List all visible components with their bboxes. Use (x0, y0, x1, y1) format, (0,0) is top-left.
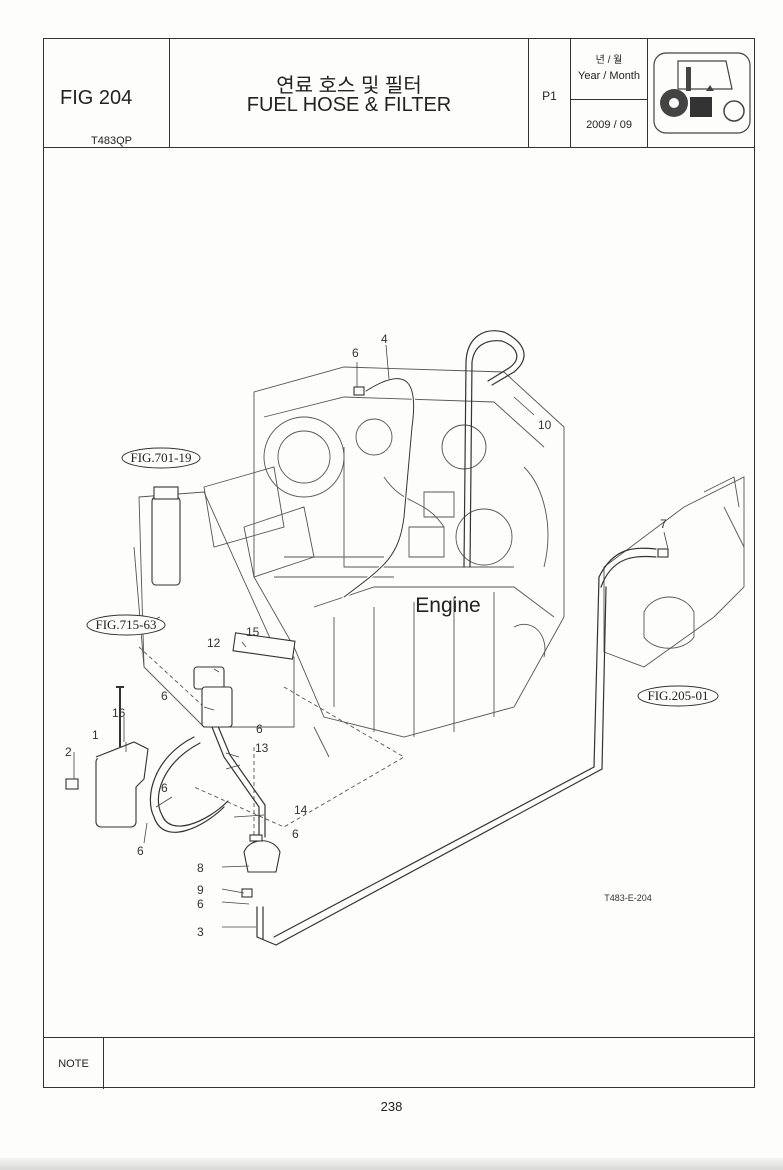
callout-6d: 6 (161, 781, 168, 795)
divider (571, 99, 647, 100)
ref-fig-715-63: FIG.715-63 (95, 617, 156, 632)
callout-6g: 6 (197, 897, 204, 911)
callout-6e: 6 (137, 844, 144, 858)
inline-filter-part (151, 496, 181, 586)
note-text (104, 1038, 754, 1089)
callout-15: 15 (246, 625, 260, 639)
components (65, 386, 669, 898)
page-label: P1 (542, 89, 557, 103)
engine-label: Engine (415, 594, 480, 617)
page-cell: P1 (529, 39, 571, 147)
tractor-icon-cell (648, 39, 756, 147)
callout-8: 8 (197, 861, 204, 875)
year-month-cell: 년 / 월 Year / Month 2009 / 09 (571, 39, 648, 147)
engine-drawing (133, 366, 745, 847)
filter-bracket-part-12 (193, 666, 225, 690)
model-code: T483QP (91, 135, 132, 147)
callout-14: 14 (294, 803, 308, 817)
tractor-icon (653, 52, 751, 134)
diagram-svg: FIG.701-19 FIG.715-63 FIG.205-01 Engine … (65, 330, 745, 946)
bolt-part-2 (65, 778, 79, 790)
clip-part-6b (353, 386, 365, 396)
callout-6f: 6 (292, 827, 299, 841)
callout-13: 13 (255, 741, 269, 755)
scan-edge (0, 1158, 783, 1170)
leader-lines (73, 344, 669, 928)
exploded-diagram: FIG.701-19 FIG.715-63 FIG.205-01 Engine … (44, 147, 754, 1037)
ref-fig-205-01: FIG.205-01 (647, 688, 708, 703)
year-month-korean: 년 / 월 (595, 55, 623, 66)
fuel-pump-part-8 (243, 840, 281, 873)
fig-number: FIG 204 (60, 87, 133, 109)
reference-bubbles: FIG.701-19 FIG.715-63 FIG.205-01 (86, 447, 719, 707)
fig-cell: FIG 204 T483QP (44, 39, 170, 147)
note-row: NOTE (44, 1037, 754, 1089)
callout-9: 9 (197, 883, 204, 897)
callout-6b: 6 (161, 689, 168, 703)
year-month-value: 2009 / 09 (586, 119, 632, 131)
year-month-english: Year / Month (578, 70, 640, 82)
clip-part-7 (657, 548, 669, 558)
plate-part-15 (232, 632, 296, 660)
fuel-hoses (149, 330, 657, 946)
callout-1: 1 (92, 728, 99, 742)
callout-16: 16 (112, 706, 126, 720)
callout-3: 3 (197, 925, 204, 939)
note-label: NOTE (44, 1038, 104, 1089)
filter-bowl (201, 686, 233, 728)
callout-2: 2 (65, 745, 72, 759)
drawing-code: T483-E-204 (604, 893, 652, 903)
ref-fig-701-19: FIG.701-19 (130, 450, 191, 465)
callout-6a: 6 (352, 346, 359, 360)
callout-4: 4 (381, 332, 388, 346)
title-english: FUEL HOSE & FILTER (246, 94, 452, 116)
callout-6c: 6 (256, 722, 263, 736)
clip-part-6 (249, 834, 263, 842)
parts-sheet: FIG 204 T483QP 연료 호스 및 필터 FUEL HOSE & FI… (43, 38, 755, 1089)
title-cell: 연료 호스 및 필터 FUEL HOSE & FILTER (170, 39, 529, 147)
title-korean: 연료 호스 및 필터 (276, 75, 422, 97)
callout-7: 7 (660, 517, 667, 531)
callout-numbers: 1 2 3 4 6 6 6 6 6 6 6 7 8 9 10 12 13 14 … (65, 332, 667, 939)
page-number: 238 (380, 1099, 403, 1114)
callout-10: 10 (538, 418, 552, 432)
header-block: FIG 204 T483QP 연료 호스 및 필터 FUEL HOSE & FI… (44, 39, 754, 148)
callout-12: 12 (207, 636, 221, 650)
